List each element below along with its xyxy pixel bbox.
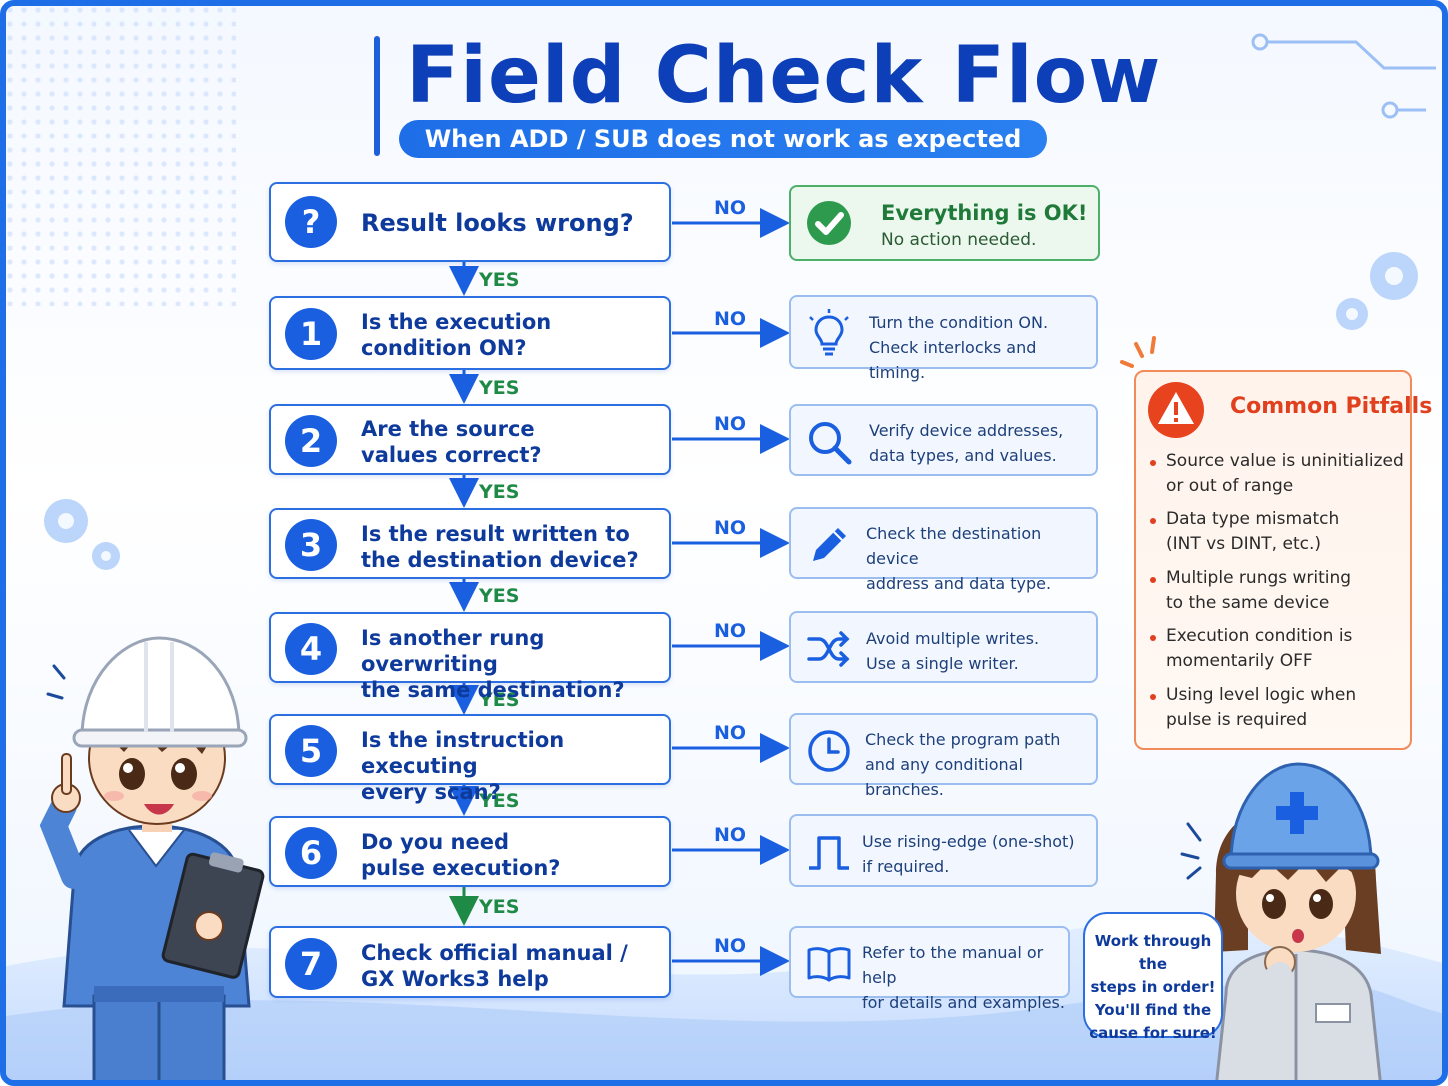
- flow-connectors: [449, 208, 790, 976]
- step-number: 5: [285, 725, 337, 777]
- pitfall-item: Multiple rungs writing to the same devic…: [1166, 568, 1352, 613]
- circuit-icon: [1251, 33, 1436, 119]
- yes-label: YES: [479, 377, 520, 399]
- yes-label: YES: [479, 896, 520, 918]
- dot-pattern: [6, 6, 236, 306]
- page-title: Field Check Flow: [406, 31, 1162, 121]
- step-2-action-box: Verify device addresses, data types, and…: [789, 404, 1098, 476]
- pitfalls-title: Common Pitfalls: [1230, 394, 1433, 419]
- step-5-action-box: Check the program path and any condition…: [789, 713, 1098, 799]
- step-question: Is the instruction executing every scan?: [361, 728, 565, 804]
- no-arrows: [672, 208, 790, 976]
- shuffle-icon: [807, 631, 850, 667]
- step-number: 7: [285, 938, 337, 990]
- magnifier-icon: [809, 422, 852, 465]
- step-question: Is another rung overwriting the same des…: [361, 626, 625, 702]
- step-number: 6: [285, 827, 337, 879]
- yes-label: YES: [479, 790, 520, 812]
- step-question: Check official manual / GX Works3 help: [361, 941, 628, 991]
- no-label: NO: [714, 935, 747, 957]
- no-label: NO: [714, 824, 747, 846]
- start-question: Result looks wrong?: [361, 209, 634, 237]
- pitfall-item: Execution condition is momentarily OFF: [1166, 626, 1353, 671]
- step-3-action-box: Check the destination device address and…: [789, 507, 1098, 593]
- step-number: 1: [285, 308, 337, 360]
- step-5-question-box: 5 Is the instruction executing every sca…: [269, 714, 671, 804]
- step-2-question-box: 2 Are the source values correct?: [269, 404, 671, 475]
- step-4-action-box: Avoid multiple writes. Use a single writ…: [789, 611, 1098, 683]
- speech-bubble: Work through the steps in order! You'll …: [1083, 912, 1223, 1042]
- bullet: [1150, 635, 1156, 641]
- gear-holes: [58, 267, 1403, 561]
- step-action: Use rising-edge (one-shot) if required.: [862, 832, 1075, 876]
- common-pitfalls-panel: Common Pitfalls Source value is uninitia…: [1134, 370, 1432, 750]
- engineer-boy-illustration: [39, 636, 265, 1080]
- no-label: NO: [714, 308, 747, 330]
- bullet: [1150, 694, 1156, 700]
- step-1-action-box: Turn the condition ON. Check interlocks …: [789, 295, 1098, 382]
- page-subtitle: When ADD / SUB does not work as expected: [399, 120, 1047, 158]
- step-1-question-box: 1 Is the execution condition ON?: [269, 296, 671, 370]
- sparkle-lines-icon: [46, 664, 66, 700]
- step-action: Verify device addresses, data types, and…: [869, 421, 1064, 465]
- bullet: [1150, 460, 1156, 466]
- step-4-question-box: 4 Is another rung overwriting the same d…: [269, 612, 671, 702]
- title-accent-bar: [374, 36, 380, 156]
- yes-label: YES: [479, 585, 520, 607]
- step-6-question-box: 6 Do you need pulse execution?: [269, 816, 671, 887]
- ok-subtext: No action needed.: [881, 230, 1037, 250]
- ok-title: Everything is OK!: [881, 201, 1088, 225]
- pitfall-item: Data type mismatch (INT vs DINT, etc.): [1166, 509, 1340, 554]
- pulse-icon: [809, 836, 849, 870]
- step-question: Do you need pulse execution?: [361, 830, 561, 880]
- no-label: NO: [714, 413, 747, 435]
- step-7-question-box: 7 Check official manual / GX Works3 help: [269, 926, 671, 998]
- clock-icon: [808, 730, 850, 772]
- step-action: Check the program path and any condition…: [865, 730, 1061, 799]
- step-action: Check the destination device address and…: [866, 524, 1052, 593]
- yes-label: YES: [479, 269, 520, 291]
- pitfall-item: Source value is uninitialized or out of …: [1166, 451, 1404, 496]
- step-number: 4: [285, 623, 337, 675]
- yes-label: YES: [479, 481, 520, 503]
- speech-bubble-text: Work through the steps in order! You'll …: [1089, 932, 1217, 1042]
- no-label: NO: [714, 722, 747, 744]
- step-3-question-box: 3 Is the result written to the destinati…: [269, 508, 671, 579]
- book-icon: [807, 947, 851, 982]
- pitfall-item: Using level logic when pulse is required: [1166, 685, 1357, 730]
- no-label: NO: [714, 517, 747, 539]
- pencil-icon: [813, 528, 846, 561]
- no-label: NO: [714, 197, 747, 219]
- start-question-box: ? Result looks wrong?: [269, 182, 671, 262]
- warning-icon: [1148, 382, 1204, 438]
- ok-result-box: Everything is OK! No action needed.: [789, 185, 1100, 261]
- step-number: 2: [285, 415, 337, 467]
- no-label: NO: [714, 620, 747, 642]
- step-7-action-box: Refer to the manual or help for details …: [789, 926, 1070, 1012]
- step-6-action-box: Use rising-edge (one-shot) if required.: [789, 814, 1098, 887]
- step-question: Is the result written to the destination…: [361, 522, 639, 572]
- step-action: Refer to the manual or help for details …: [862, 943, 1065, 1012]
- alert-sparks-icon: [1120, 336, 1156, 368]
- step-question: Is the execution condition ON?: [361, 310, 552, 360]
- step-number: 3: [285, 519, 337, 571]
- yes-label: YES: [479, 689, 520, 711]
- sparkle-lines-icon: [1180, 822, 1202, 880]
- checkmark-icon: [807, 201, 851, 245]
- step-action: Avoid multiple writes. Use a single writ…: [866, 629, 1040, 673]
- bullet: [1150, 577, 1156, 583]
- step-action: Turn the condition ON. Check interlocks …: [869, 313, 1049, 382]
- question-mark-icon: ?: [285, 196, 337, 248]
- step-question: Are the source values correct?: [361, 417, 542, 467]
- engineer-girl-illustration: [1180, 762, 1382, 1080]
- bullet: [1150, 518, 1156, 524]
- lightbulb-icon: [809, 309, 849, 356]
